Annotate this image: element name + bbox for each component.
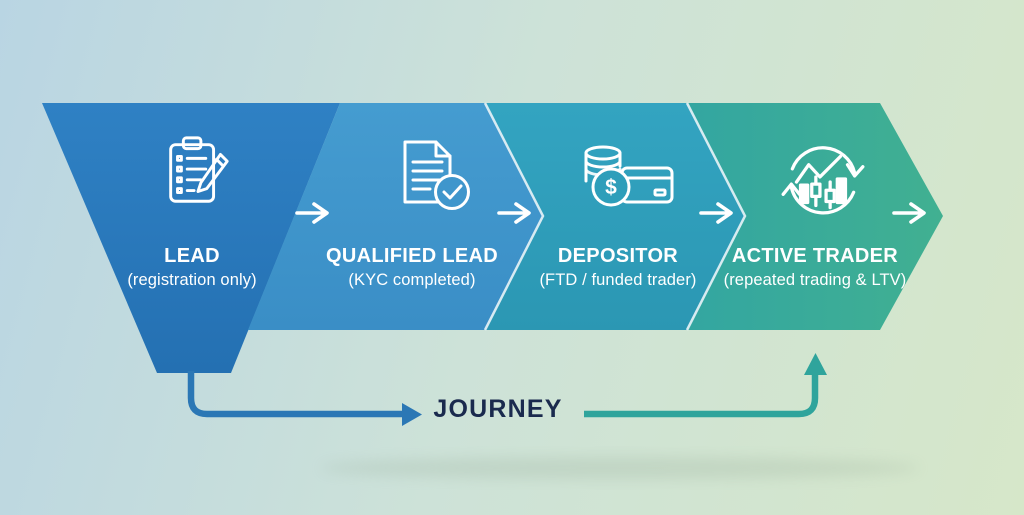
stage-qualified-lead-label: QUALIFIED LEAD (KYC completed) xyxy=(312,243,512,291)
separator-chevron xyxy=(483,102,545,331)
stage-subtitle: (repeated trading & LTV) xyxy=(723,271,907,289)
ground-shadow xyxy=(320,457,920,479)
coins-card-icon: $ xyxy=(584,145,674,207)
stage-subtitle: (registration only) xyxy=(127,271,257,289)
flow-arrow-icon xyxy=(497,202,531,224)
stage-subtitle: (KYC completed) xyxy=(348,271,476,289)
journey-arrowhead-right-icon xyxy=(402,403,422,426)
stage-active-trader-shape xyxy=(687,103,943,330)
journey-line-left xyxy=(187,371,402,418)
stage-depositor-shape xyxy=(485,103,745,330)
flow-arrow-icon xyxy=(892,202,926,224)
dollar-symbol: $ xyxy=(605,176,617,199)
stage-title: ACTIVE TRADER xyxy=(731,245,899,267)
flow-arrow-icon xyxy=(295,202,329,224)
stage-lead-shape xyxy=(42,103,340,373)
cycle-chart-icon xyxy=(781,146,865,215)
journey-line-right xyxy=(584,374,819,418)
stage-depositor-label: DEPOSITOR (FTD / funded trader) xyxy=(518,243,718,291)
stage-lead-label: LEAD (registration only) xyxy=(92,243,292,291)
journey-arrowhead-up-icon xyxy=(804,353,827,375)
stage-qualified-lead-shape xyxy=(248,103,543,330)
stage-subtitle: (FTD / funded trader) xyxy=(539,271,697,289)
stage-title: LEAD xyxy=(164,245,220,267)
stage-title: QUALIFIED LEAD xyxy=(326,245,498,267)
document-check-icon xyxy=(403,140,470,210)
clipboard-pencil-icon xyxy=(169,136,229,203)
journey-label: JOURNEY xyxy=(433,395,563,423)
flow-arrow-icon xyxy=(699,202,733,224)
stage-title: DEPOSITOR xyxy=(557,245,679,267)
stage-active-trader-label: ACTIVE TRADER (repeated trading & LTV) xyxy=(705,243,925,291)
separator-chevron xyxy=(685,102,747,331)
